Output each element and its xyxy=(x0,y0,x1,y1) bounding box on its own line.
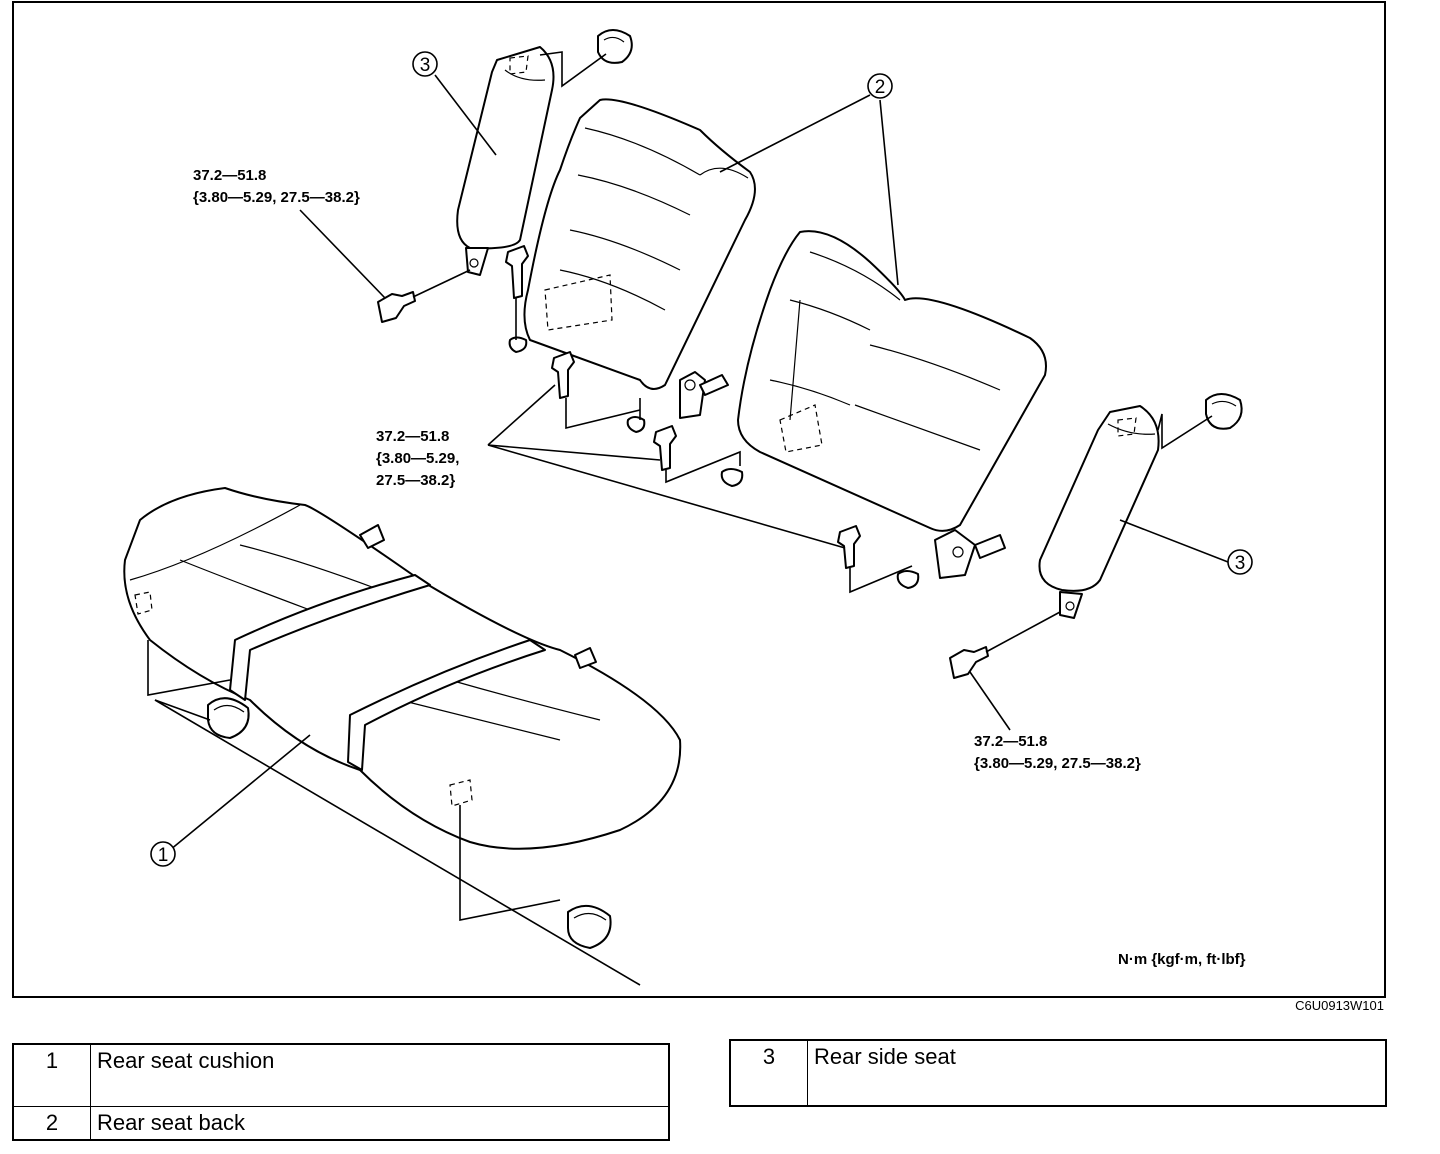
bolt-back-center xyxy=(653,425,744,487)
torque-spec-upper-left: 37.2—51.8 {3.80—5.29, 27.5—38.2} xyxy=(193,167,360,206)
svg-text:{3.80—5.29,: {3.80—5.29, xyxy=(376,450,459,467)
legend-row: 2 Rear seat back xyxy=(12,1105,670,1141)
unit-note: N·m {kgf·m, ft·lbf} xyxy=(1118,951,1246,968)
svg-text:{3.80—5.29, 27.5—38.2}: {3.80—5.29, 27.5—38.2} xyxy=(974,755,1141,772)
svg-text:3: 3 xyxy=(1235,553,1246,574)
legend-row: 3 Rear side seat xyxy=(729,1039,1387,1107)
bolt-back-right xyxy=(837,525,920,594)
legend-label: Rear side seat xyxy=(807,1039,1387,1107)
svg-text:37.2—51.8: 37.2—51.8 xyxy=(193,167,266,184)
bolt-back-left-1 xyxy=(505,245,529,353)
rear-seat-back-right xyxy=(737,230,1047,579)
rear-seat-back-left xyxy=(523,98,756,419)
svg-text:3: 3 xyxy=(420,55,431,76)
cushion-clip-right xyxy=(459,805,612,949)
legend-table-left: 1 Rear seat cushion 2 Rear seat back xyxy=(12,1043,670,1141)
torque-spec-lower-right: 37.2—51.8 {3.80—5.29, 27.5—38.2} xyxy=(974,733,1141,772)
svg-text:2: 2 xyxy=(875,77,886,98)
diagram-frame xyxy=(12,1,1386,998)
legend-number: 1 xyxy=(12,1043,91,1107)
svg-text:{3.80—5.29, 27.5—38.2}: {3.80—5.29, 27.5—38.2} xyxy=(193,189,360,206)
callout-2: 2 xyxy=(867,73,893,99)
svg-text:37.2—51.8: 37.2—51.8 xyxy=(376,428,449,445)
callout-1: 1 xyxy=(150,841,176,867)
figure-code: C6U0913W101 xyxy=(1295,998,1384,1013)
callout-3-upper: 3 xyxy=(412,51,438,77)
svg-text:1: 1 xyxy=(158,845,169,866)
leader-lines xyxy=(169,74,1229,851)
legend-number: 3 xyxy=(729,1039,808,1107)
legend-label: Rear seat back xyxy=(90,1105,670,1141)
bolt-lower-right xyxy=(949,611,1061,679)
legend-number: 2 xyxy=(12,1105,91,1141)
legend-label: Rear seat cushion xyxy=(90,1043,670,1107)
cushion-clip-left xyxy=(147,640,250,739)
callout-3-lower: 3 xyxy=(1227,549,1253,575)
legend-row: 1 Rear seat cushion xyxy=(12,1043,670,1107)
svg-text:27.5—38.2}: 27.5—38.2} xyxy=(376,472,455,489)
svg-text:37.2—51.8: 37.2—51.8 xyxy=(974,733,1047,750)
bolt-back-left-2 xyxy=(551,351,646,433)
rear-side-seat-right xyxy=(1038,393,1243,619)
rear-side-seat-left xyxy=(456,29,633,276)
torque-spec-center: 37.2—51.8 {3.80—5.29, 27.5—38.2} xyxy=(376,428,459,489)
bolt-upper-left xyxy=(377,269,471,323)
rear-seat-cushion xyxy=(123,487,682,850)
legend-table-right: 3 Rear side seat xyxy=(729,1039,1387,1107)
